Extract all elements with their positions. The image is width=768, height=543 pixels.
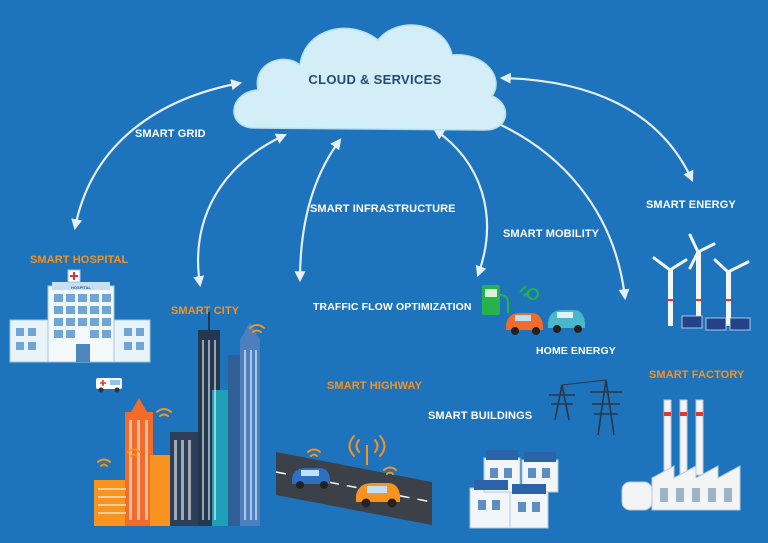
highway [275,435,433,525]
electric-car-icon [548,310,585,333]
car-icon [356,483,400,508]
smart-highway-label: SMART HIGHWAY [327,380,423,392]
smart-buildings [469,450,559,529]
smart-factory-label: SMART FACTORY [649,369,745,381]
smart-buildings-label: SMART BUILDINGS [428,410,533,422]
car-icon [292,468,330,489]
cloud-shape [233,24,507,131]
hospital-sign: HOSPITAL [71,285,91,290]
smart-energy-label: SMART ENERGY [646,199,736,211]
ambulance-icon [96,378,122,393]
wind-turbine-icon [652,233,750,326]
smart-mobility-label: SMART MOBILITY [503,228,600,240]
solar-panel-icon [681,315,751,331]
cloud-services-label: CLOUD & SERVICES [308,72,442,87]
arrow-city [193,133,287,288]
power-tower-icon [549,379,622,436]
electric-car-icon [506,313,543,335]
arrow-hospital [71,79,243,231]
ev-charging-station-icon [482,285,539,315]
traffic-flow-label: TRAFFIC FLOW OPTIMIZATION [313,301,472,313]
smart-infrastructure-label: SMART INFRASTRUCTURE [310,203,456,215]
arrow-traffic [294,138,342,283]
arrow-energy [499,72,694,183]
arrow-mobility [433,128,489,278]
city-skyline [94,312,265,526]
smart-hospital-label: SMART HOSPITAL [30,254,129,266]
connection-arrows [71,72,694,301]
smart-grid-label: SMART GRID [135,128,206,140]
smart-city-label: SMART CITY [171,305,240,317]
factory [621,399,741,511]
home-energy-label: HOME ENERGY [536,345,616,357]
hospital-building [9,269,151,363]
arrow-home-energy [487,118,630,301]
signal-tower-icon [307,435,397,475]
